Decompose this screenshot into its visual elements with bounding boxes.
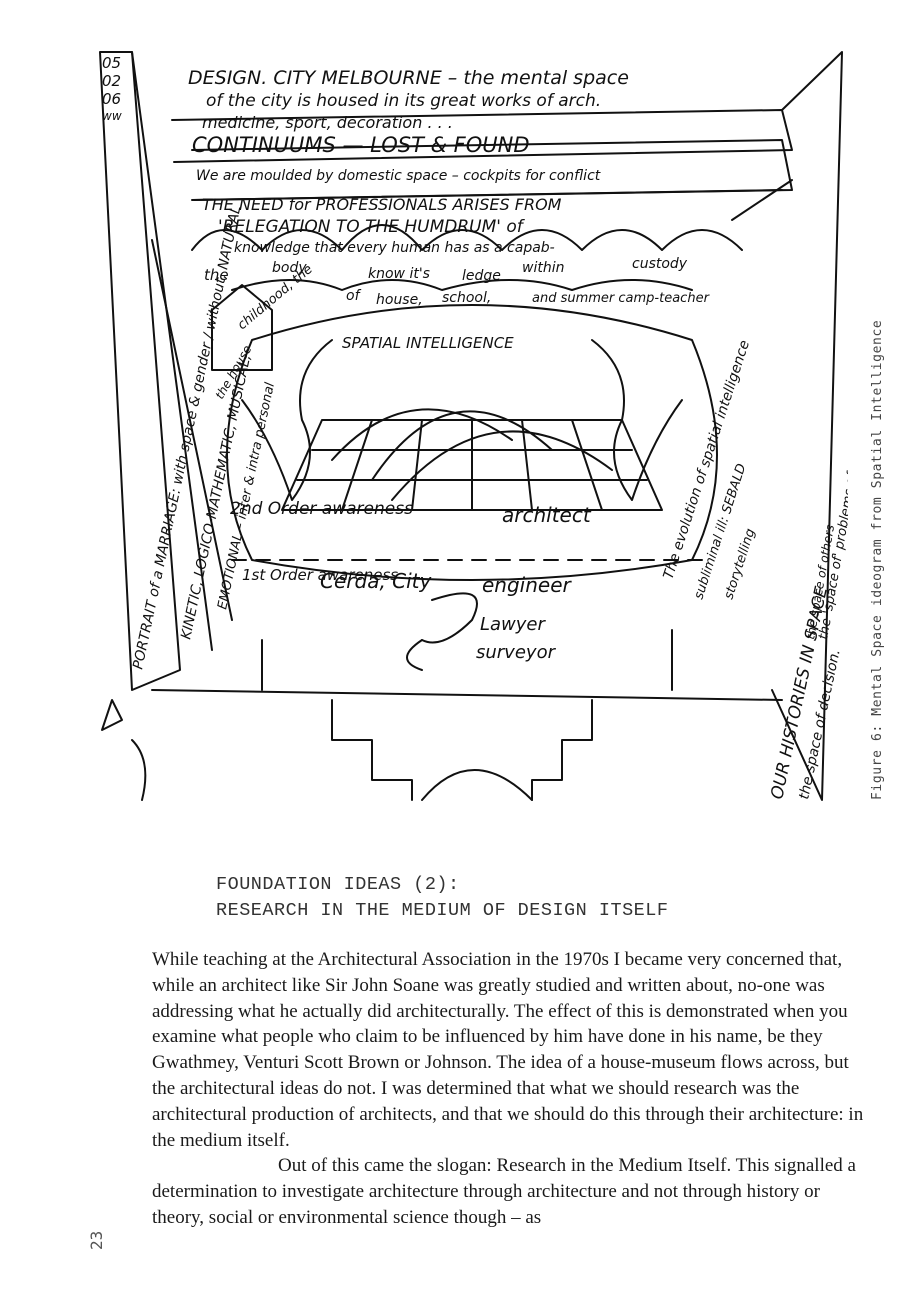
body-text: While teaching at the Architectural Asso…	[152, 947, 872, 1231]
sketch-lawyer: Lawyer	[480, 614, 547, 635]
sketch-date-2: 02	[102, 72, 121, 90]
sketch-surveyor: surveyor	[476, 642, 557, 663]
sketch-date-3: 06	[102, 90, 121, 108]
sketch-line-8: knowledge that every human has as a capa…	[234, 240, 555, 256]
sketch-second-order: 2nd Order awareness	[230, 499, 413, 519]
sketch-line-6: THE NEED for PROFESSIONALS ARISES FROM	[202, 195, 562, 214]
right-banner-outline	[771, 51, 843, 801]
sketch-right-vertical-3: storytelling	[722, 527, 759, 601]
sketch-arch-word-2: body	[272, 260, 307, 276]
sketch-arch-word-3: know it's	[368, 266, 430, 282]
sketch-line-5: We are moulded by domestic space – cockp…	[196, 168, 601, 184]
top-banner	[171, 109, 793, 163]
paragraph-1: While teaching at the Architectural Asso…	[152, 949, 864, 1151]
sketch-lower-word-3: house,	[376, 292, 423, 308]
sketch-arch-word-6: custody	[632, 256, 688, 272]
sketch-engineer: engineer	[482, 573, 573, 597]
mental-space-ideogram-figure: 05 02 06 ww DESIGN. CITY MELBOURNE – the…	[92, 40, 848, 820]
left-head	[241, 339, 333, 501]
arch-row	[191, 224, 743, 251]
house-shape	[211, 284, 273, 371]
sketch-arch-word-5: within	[522, 260, 564, 276]
sketch-line-7: 'RELEGATION TO THE HUMDRUM' of	[218, 217, 526, 237]
sketch-line-2: of the city is housed in its great works…	[206, 91, 601, 111]
sketch-cerda-city: Cerda, City	[320, 569, 433, 593]
figure-caption: Figure 6: Mental Space ideogram from Spa…	[870, 319, 885, 800]
sketch-date-4: ww	[102, 109, 122, 123]
stage-line	[151, 689, 783, 701]
section-heading: FOUNDATION IDEAS (2): RESEARCH IN THE ME…	[216, 872, 668, 924]
sketch-spatial-intelligence: SPATIAL INTELLIGENCE	[342, 334, 514, 352]
page-number: 23	[87, 1230, 106, 1250]
left-banner-outline	[99, 51, 181, 691]
sketch-first-order: 1st Order awareness	[242, 566, 398, 584]
sketch-architect: architect	[502, 503, 592, 527]
sketch-lower-word-4: school,	[442, 290, 491, 306]
ideogram-sketch: 05 02 06 ww DESIGN. CITY MELBOURNE – the…	[99, 51, 848, 801]
sketch-lower-word-5: and summer camp-teacher	[532, 291, 711, 306]
bridge-arch	[421, 769, 533, 801]
section-heading-line-2: RESEARCH IN THE MEDIUM OF DESIGN ITSELF	[216, 900, 669, 921]
paragraph-2: Out of this came the slogan: Research in…	[152, 1155, 856, 1228]
sketch-line-3: medicine, sport, decoration . . .	[202, 113, 453, 132]
right-head	[591, 339, 683, 501]
sketch-banner: CONTINUUMS — LOST & FOUND	[192, 133, 530, 157]
sketch-line-1: DESIGN. CITY MELBOURNE – the mental spac…	[188, 67, 629, 89]
pen-nib	[101, 699, 123, 731]
sketch-lower-word-1: of	[346, 288, 362, 304]
sketch-date-1: 05	[102, 54, 121, 72]
section-heading-line-1: FOUNDATION IDEAS (2):	[216, 874, 460, 895]
sketch-arch-word-1: the	[204, 266, 229, 284]
stairs	[331, 699, 593, 801]
sketch-arch-word-4: ledge	[462, 268, 501, 284]
